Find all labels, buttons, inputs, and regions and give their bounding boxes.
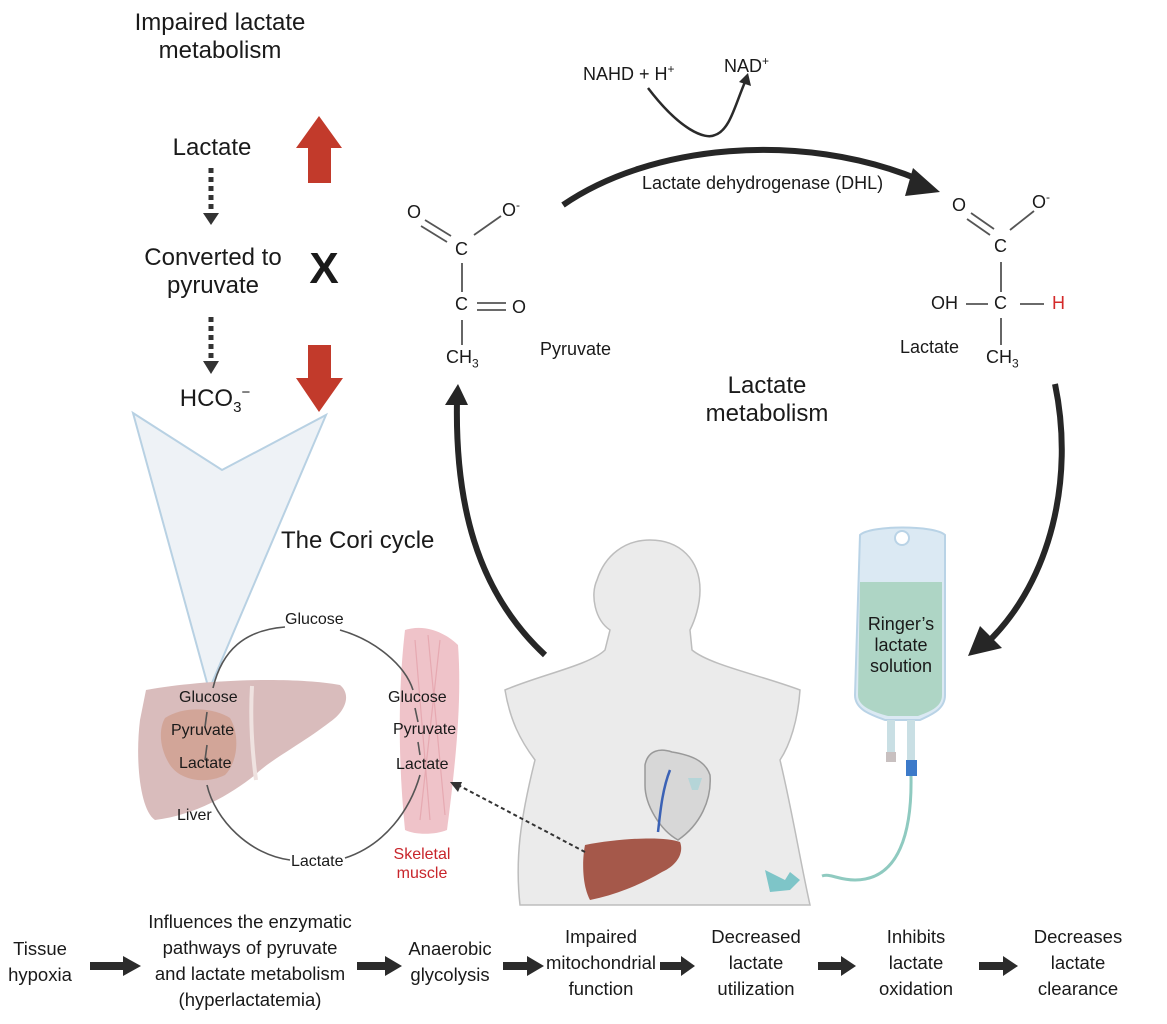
flow-step-mitochondrial-function: Impaired mitochondrial function <box>545 926 657 999</box>
flow-step-enzymatic-pathways: Influences the enzymatic pathways of pyr… <box>148 911 352 1010</box>
decrease-arrow-icon <box>296 345 343 412</box>
pyruvate-atom-ch3: CH3 <box>446 347 479 371</box>
lactate-atom-c1: C <box>994 236 1007 256</box>
liver-in-body-illustration <box>583 838 682 900</box>
muscle-lactate: Lactate <box>396 756 449 773</box>
lactate-atom-c2: C <box>994 293 1007 313</box>
blocked-x-text: X <box>309 244 338 293</box>
cofactor-out-label: NAD+ <box>724 54 770 76</box>
liver-pyruvate: Pyruvate <box>171 722 235 739</box>
impaired-title: Impaired lactate metabolism <box>134 9 306 65</box>
pyruvate-atom-o-minus: O- <box>502 198 521 220</box>
lactate-structure <box>966 210 1044 345</box>
liver-label: Liver <box>177 807 212 824</box>
cofactor-in-label: NAHD + H+ <box>583 62 675 84</box>
flow-step-anaerobic-glycolysis: Anaerobic glycolysis <box>408 938 492 985</box>
pyruvate-atom-o-keto: O <box>512 297 527 317</box>
lactate-label: Lactate <box>900 337 960 357</box>
flow-arrow-2 <box>357 956 402 976</box>
enzyme-label: Lactate dehydrogenase (DHL) <box>642 173 884 193</box>
impaired-step-bicarbonate: HCO3− <box>179 384 251 416</box>
flow-step-lactate-oxidation: Inhibits lactate oxidation <box>878 926 954 999</box>
liver-lactate: Lactate <box>179 755 232 772</box>
lactate-atom-oh: OH <box>931 293 958 313</box>
skeletal-muscle-illustration <box>399 627 460 834</box>
dotted-arrow-2 <box>203 317 219 374</box>
heart-illustration <box>644 749 711 841</box>
pyruvate-label: Pyruvate <box>540 339 612 359</box>
flow-step-tissue-hypoxia: Tissue hypoxia <box>8 938 72 985</box>
patient-body-illustration <box>504 539 811 906</box>
zoom-callout-shape <box>131 410 329 694</box>
cycle-arrowhead-right <box>968 626 1002 656</box>
impaired-step-lactate: Lactate <box>172 134 252 161</box>
iv-bag-illustration <box>765 526 946 892</box>
muscle-glucose: Glucose <box>388 689 447 706</box>
cycle-label: Lactate metabolism <box>705 372 829 428</box>
cori-cycle-title: The Cori cycle <box>281 527 435 554</box>
cycle-arrow-top <box>561 146 922 208</box>
increase-arrow-icon <box>296 116 342 183</box>
pyruvate-atom-o-double: O <box>407 202 422 222</box>
cori-top-glucose: Glucose <box>285 611 344 628</box>
liver-glucose: Glucose <box>179 689 238 706</box>
cofactor-arrow <box>647 81 747 138</box>
dotted-arrow-1 <box>203 168 219 225</box>
flow-arrow-5 <box>818 956 856 976</box>
flow-arrow-4 <box>660 956 695 976</box>
cori-cycle-arrows <box>204 626 421 861</box>
liver-illustration <box>138 679 347 820</box>
flow-arrows <box>90 956 1018 976</box>
cycle-arrow-right <box>987 383 1065 643</box>
cycle-arrowhead-top <box>905 168 940 196</box>
flow-arrow-3 <box>503 956 544 976</box>
skeletal-muscle-label: Skeletal muscle <box>393 846 451 882</box>
lactate-atom-h: H <box>1052 293 1065 313</box>
flow-arrow-6 <box>979 956 1018 976</box>
lactate-atom-o-double: O <box>952 195 967 215</box>
impaired-step-converted: Converted to pyruvate <box>144 244 282 300</box>
flow-step-lactate-utilization: Decreased lactate utilization <box>711 926 801 999</box>
blocked-x-icon: X <box>309 244 338 293</box>
cycle-arrowhead-left <box>445 384 468 405</box>
pyruvate-structure <box>420 215 506 345</box>
pyruvate-atom-c2: C <box>455 294 468 314</box>
muscle-pyruvate: Pyruvate <box>393 721 457 738</box>
cofactor-arrowhead <box>739 73 751 86</box>
lactate-atom-o-minus: O- <box>1032 190 1051 212</box>
dotted-arrow-liver-to-muscle <box>450 782 586 853</box>
cori-bottom-lactate: Lactate <box>291 853 344 870</box>
flow-arrow-1 <box>90 956 141 976</box>
pyruvate-atom-c1: C <box>455 239 468 259</box>
iv-bag-label: Ringer’s lactate solution <box>867 614 935 677</box>
cycle-arrow-left <box>453 399 548 658</box>
lactate-atom-ch3: CH3 <box>986 347 1019 371</box>
flow-step-lactate-clearance: Decreases lactate clearance <box>1033 926 1123 999</box>
